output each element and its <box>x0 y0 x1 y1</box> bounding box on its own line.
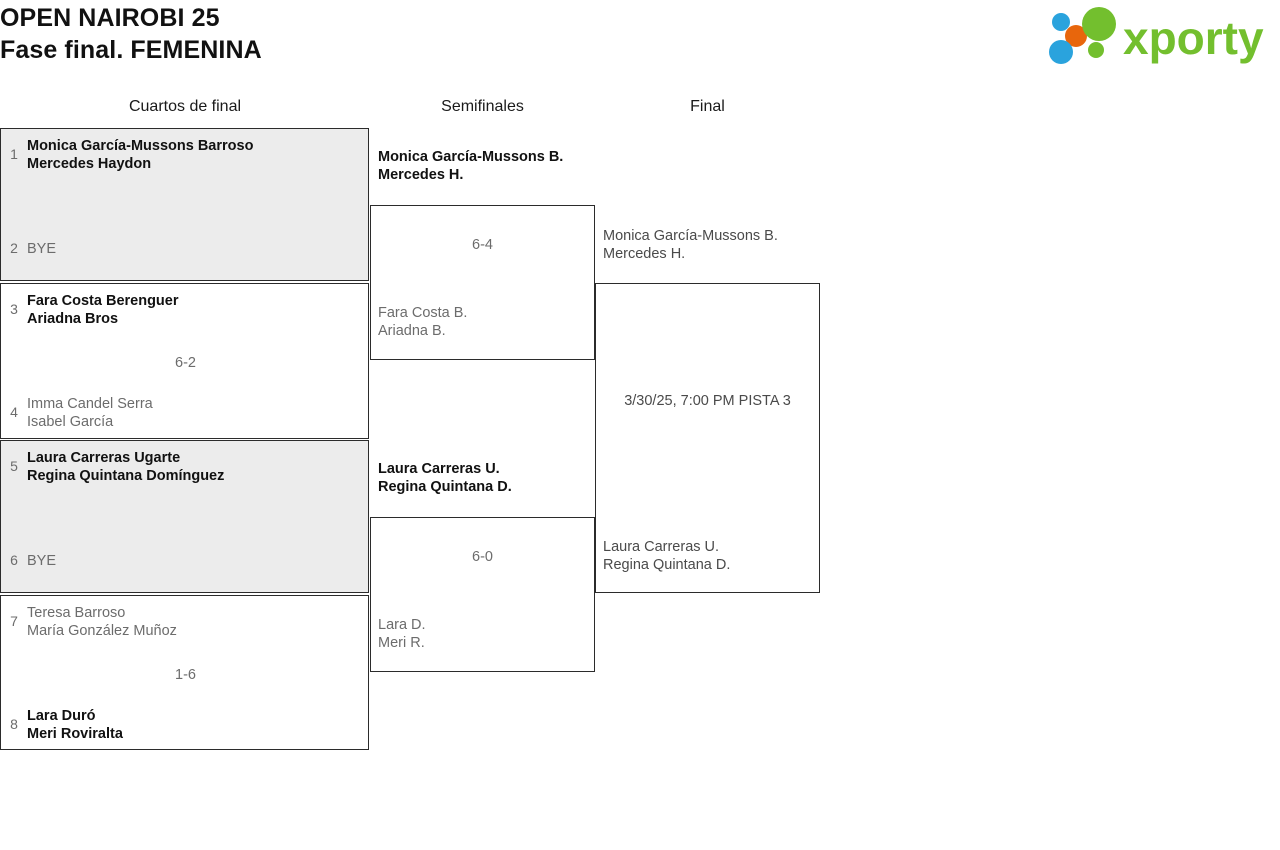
team-names: BYE <box>27 551 56 570</box>
player-name: María González Muñoz <box>27 623 177 639</box>
match-qf-3-team-top[interactable]: 5 Laura Carreras Ugarte Regina Quintana … <box>1 448 224 485</box>
round-header-semifinals: Semifinales <box>441 98 524 115</box>
xporty-logo[interactable]: xporty <box>1045 5 1273 67</box>
player-name: Isabel García <box>27 414 114 430</box>
player-name: Mercedes H. <box>603 246 686 262</box>
logo-dot-green-small <box>1088 42 1104 58</box>
match-qf-4-team-bottom[interactable]: 8 Lara Duró Meri Roviralta <box>1 706 123 743</box>
phase-title: Fase final. FEMENINA <box>0 36 262 64</box>
player-name: Mercedes Haydon <box>27 156 152 172</box>
match-sf-1[interactable]: 6-4 <box>370 205 595 360</box>
seed-number: 3 <box>10 301 18 317</box>
seed-number: 8 <box>10 716 18 732</box>
seed-number: 4 <box>10 404 18 420</box>
seed-number: 5 <box>10 458 18 474</box>
player-name: Fara Costa B. <box>378 305 468 321</box>
player-name: Monica García-Mussons B. <box>378 149 564 165</box>
logo-dot-green-large <box>1082 7 1116 41</box>
round-header-final: Final <box>690 98 725 115</box>
match-qf-1-team-top[interactable]: 1 Monica García-Mussons Barroso Mercedes… <box>1 136 253 173</box>
player-name: Monica García-Mussons Barroso <box>27 138 254 154</box>
match-final-team-bottom[interactable]: Laura Carreras U. Regina Quintana D. <box>603 538 730 574</box>
logo-dot-orange <box>1065 25 1087 47</box>
match-qf-4-team-top[interactable]: 7 Teresa Barroso María González Muñoz <box>1 603 177 640</box>
round-header-quarterfinals: Cuartos de final <box>128 98 242 115</box>
tournament-title: OPEN NAIROBI 25 <box>0 4 220 32</box>
player-name: Ariadna Bros <box>27 311 119 327</box>
player-name: Teresa Barroso <box>27 605 126 621</box>
player-name: Laura Carreras Ugarte <box>27 450 181 466</box>
player-name: Meri R. <box>378 635 425 651</box>
match-final-team-top[interactable]: Monica García-Mussons B. Mercedes H. <box>603 227 778 263</box>
seed-number: 6 <box>10 552 18 568</box>
player-name: Mercedes H. <box>378 167 464 183</box>
player-name: Laura Carreras U. <box>603 539 720 555</box>
team-names: Laura Carreras Ugarte Regina Quintana Do… <box>27 448 224 485</box>
match-sf-1-team-bottom[interactable]: Fara Costa B. Ariadna B. <box>378 304 467 340</box>
player-name: Lara Duró <box>27 708 96 724</box>
seed-number: 2 <box>10 240 18 256</box>
team-names: Monica García-Mussons Barroso Mercedes H… <box>27 136 253 173</box>
player-name: BYE <box>27 241 57 257</box>
match-qf-2-team-bottom[interactable]: 4 Imma Candel Serra Isabel García <box>1 394 153 431</box>
match-qf-3-team-bottom[interactable]: 6 BYE <box>1 551 56 570</box>
match-final[interactable]: 3/30/25, 7:00 PM PISTA 3 <box>595 283 820 593</box>
match-sf-2-team-top[interactable]: Laura Carreras U. Regina Quintana D. <box>378 460 512 496</box>
player-name: Regina Quintana Domínguez <box>27 468 225 484</box>
team-names: Teresa Barroso María González Muñoz <box>27 603 177 640</box>
player-name: BYE <box>27 553 57 569</box>
player-name: Laura Carreras U. <box>378 461 500 477</box>
match-qf-4[interactable]: 7 Teresa Barroso María González Muñoz 8 … <box>0 595 369 750</box>
match-qf-2-team-top[interactable]: 3 Fara Costa Berenguer Ariadna Bros <box>1 291 179 328</box>
logo-dot-blue-top <box>1052 13 1070 31</box>
seed-number: 1 <box>10 146 18 162</box>
page-title: OPEN NAIROBI 25 Fase final. FEMENINA <box>0 2 700 66</box>
player-name: Regina Quintana D. <box>603 557 731 573</box>
match-qf-4-score: 1-6 <box>175 667 196 683</box>
team-names: Imma Candel Serra Isabel García <box>27 394 153 431</box>
match-sf-1-team-top[interactable]: Monica García-Mussons B. Mercedes H. <box>378 148 563 184</box>
match-sf-2-score: 6-0 <box>472 549 493 565</box>
match-qf-1[interactable]: 1 Monica García-Mussons Barroso Mercedes… <box>0 128 369 281</box>
player-name: Fara Costa Berenguer <box>27 293 179 309</box>
player-name: Monica García-Mussons B. <box>603 228 778 244</box>
team-names: Lara Duró Meri Roviralta <box>27 706 123 743</box>
match-final-schedule: 3/30/25, 7:00 PM PISTA 3 <box>624 393 791 409</box>
logo-wordmark: xporty <box>1123 12 1264 64</box>
logo-dot-blue-bottom <box>1049 40 1073 64</box>
match-qf-2-score: 6-2 <box>175 355 196 371</box>
player-name: Imma Candel Serra <box>27 396 153 412</box>
match-sf-1-score: 6-4 <box>472 237 493 253</box>
seed-number: 7 <box>10 613 18 629</box>
player-name: Meri Roviralta <box>27 726 123 742</box>
match-qf-3[interactable]: 5 Laura Carreras Ugarte Regina Quintana … <box>0 440 369 593</box>
match-qf-1-team-bottom[interactable]: 2 BYE <box>1 239 56 258</box>
match-sf-2[interactable]: 6-0 <box>370 517 595 672</box>
match-sf-2-team-bottom[interactable]: Lara D. Meri R. <box>378 616 426 652</box>
player-name: Regina Quintana D. <box>378 479 512 495</box>
match-qf-2[interactable]: 3 Fara Costa Berenguer Ariadna Bros 4 Im… <box>0 283 369 439</box>
player-name: Ariadna B. <box>378 323 446 339</box>
team-names: Fara Costa Berenguer Ariadna Bros <box>27 291 179 328</box>
xporty-logo-svg: xporty <box>1049 7 1264 64</box>
player-name: Lara D. <box>378 617 426 633</box>
team-names: BYE <box>27 239 56 258</box>
